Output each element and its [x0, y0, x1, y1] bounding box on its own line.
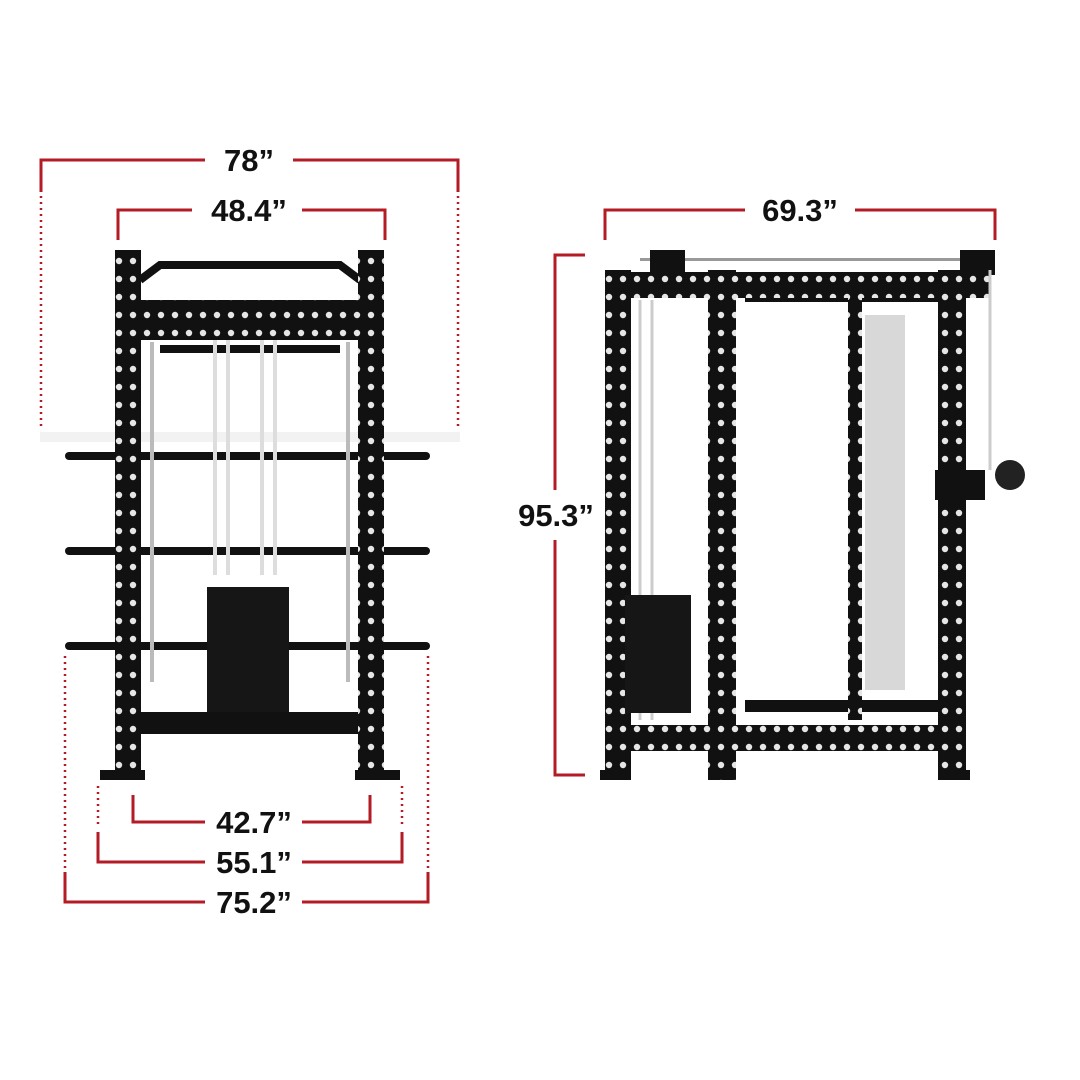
label-inner-base-width: 42.7” [216, 805, 292, 840]
label-overall-width: 78” [224, 143, 274, 178]
front-view-rack [40, 250, 460, 780]
j-hook-bars [65, 452, 430, 650]
dimension-upright-width: 48.4” [116, 193, 387, 240]
label-footprint-width: 75.2” [216, 885, 292, 920]
dimension-base-width: 55.1” [96, 786, 404, 880]
side-view-rack [600, 250, 1025, 780]
dimension-height: 95.3” [518, 253, 594, 777]
dimension-overall-width: 78” [39, 143, 460, 430]
dimension-inner-base-width: 42.7” [131, 795, 372, 840]
label-upright-width: 48.4” [211, 193, 287, 228]
label-height: 95.3” [518, 498, 594, 533]
dimension-footprint-width: 75.2” [63, 656, 430, 920]
dimension-depth: 69.3” [603, 193, 997, 240]
label-base-width: 55.1” [216, 845, 292, 880]
label-depth: 69.3” [762, 193, 838, 228]
